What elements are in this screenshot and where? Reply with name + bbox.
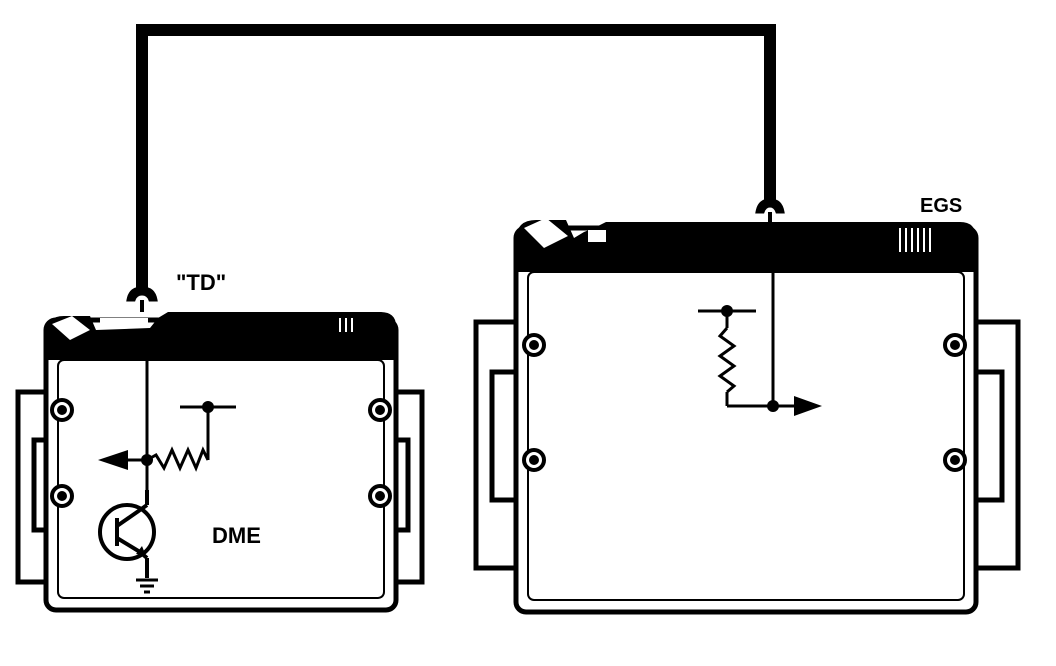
dme-plug-icon xyxy=(126,286,158,302)
egs-plug-icon xyxy=(755,198,785,214)
dme-housing xyxy=(43,317,399,613)
dme-left-bracket xyxy=(15,389,49,585)
egs-control-module xyxy=(473,198,1021,615)
dme-output-arrow-icon xyxy=(98,450,128,470)
egs-right-bracket xyxy=(973,319,1021,571)
egs-junction-input xyxy=(767,400,779,412)
egs-connector-band xyxy=(516,220,976,272)
egs-housing xyxy=(513,225,979,615)
dme-junction-mid xyxy=(141,454,153,466)
egs-connector-ridges xyxy=(899,228,931,252)
dme-right-bracket xyxy=(393,389,425,585)
dme-connector-ridges xyxy=(339,318,353,332)
egs-left-bracket xyxy=(473,319,519,571)
td-signal-wire xyxy=(136,24,776,290)
dme-junction-top xyxy=(202,401,214,413)
egs-circuit xyxy=(698,272,800,408)
td-signal-label: "TD" xyxy=(176,270,226,295)
egs-input-arrow-icon xyxy=(794,396,822,416)
egs-label: EGS xyxy=(920,195,962,217)
dme-label: DME xyxy=(212,523,261,548)
dme-control-module xyxy=(15,286,425,613)
transistor-icon xyxy=(98,490,156,578)
screw-icon xyxy=(50,398,392,508)
ground-icon xyxy=(136,578,158,594)
dme-connector-band xyxy=(46,312,396,360)
egs-junction-top xyxy=(721,305,733,317)
screw-icon xyxy=(522,333,967,472)
